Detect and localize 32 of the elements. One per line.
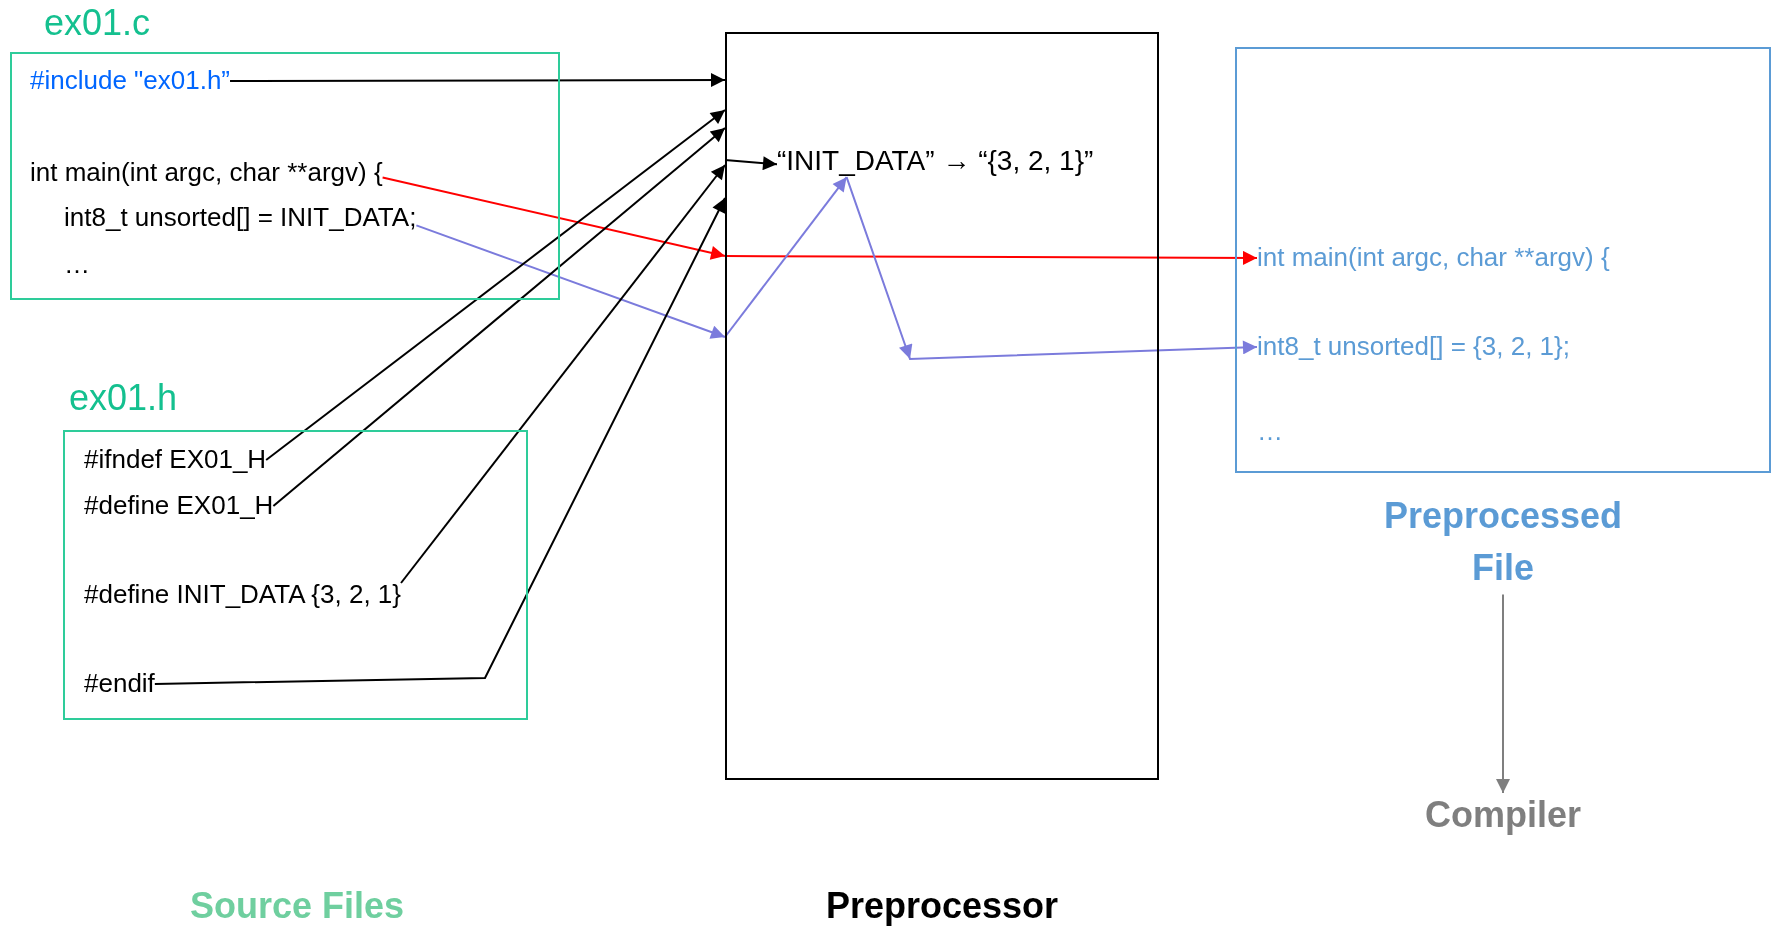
box-label: Preprocessor	[824, 885, 1060, 927]
arrow	[1496, 593, 1510, 794]
file-box	[1235, 47, 1771, 473]
stage-title: Compiler	[1378, 793, 1628, 837]
arrow	[415, 224, 726, 339]
file-name: ex01.c	[44, 2, 151, 44]
file-name: ex01.h	[69, 377, 178, 419]
stage-title: Preprocessed File	[1353, 490, 1653, 595]
arrow	[265, 109, 726, 461]
group-caption: Source Files	[188, 885, 406, 927]
code-line: int main(int argc, char **argv) {	[30, 158, 383, 188]
code-line: int8_t unsorted[] = INIT_DATA;	[64, 203, 417, 233]
code-line: int main(int argc, char **argv) {	[1257, 243, 1610, 273]
ellipsis: …	[64, 250, 90, 280]
preprocessor-box	[725, 32, 1159, 780]
code-line: #ifndef EX01_H	[84, 445, 267, 475]
code-line: #include "ex01.h”	[30, 66, 231, 96]
arrow	[845, 176, 1258, 361]
arrow	[272, 127, 726, 507]
arrow	[153, 197, 726, 685]
substitution-rule: “INIT_DATA” → “{3, 2, 1}”	[777, 145, 1094, 178]
arrow	[229, 73, 726, 88]
code-line: #define EX01_H	[84, 491, 274, 521]
code-line: #define INIT_DATA {3, 2, 1}	[84, 580, 401, 610]
code-line: int8_t unsorted[] = {3, 2, 1};	[1257, 332, 1570, 362]
arrow	[381, 176, 726, 260]
arrow	[400, 164, 726, 584]
arrow	[724, 156, 778, 171]
arrow	[724, 250, 1258, 265]
code-line: #endif	[84, 669, 155, 699]
arrow	[724, 176, 848, 338]
ellipsis: …	[1257, 417, 1283, 447]
